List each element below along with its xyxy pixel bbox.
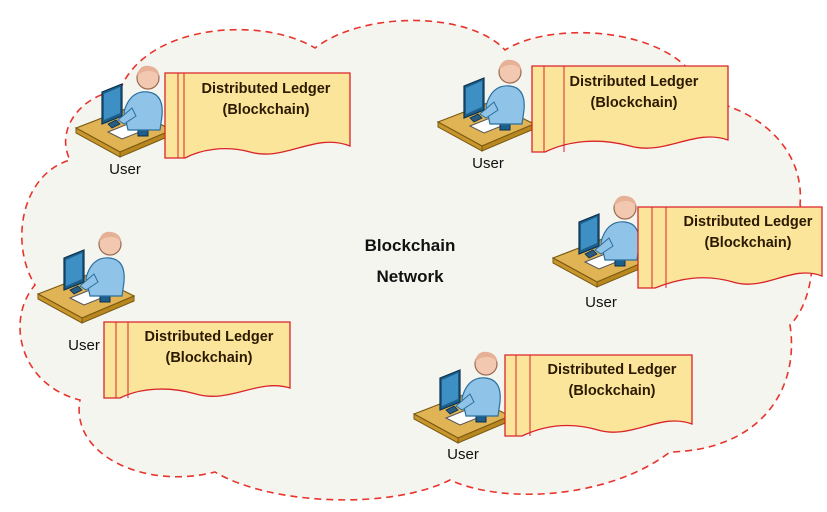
user-node: User Distributed Ledger (Blockchain) — [552, 195, 823, 311]
user-label: User — [68, 337, 100, 354]
user-label: User — [447, 446, 479, 463]
ledger-subtitle: (Blockchain) — [222, 102, 309, 118]
ledger-subtitle: (Blockchain) — [704, 235, 791, 251]
ledger-subtitle: (Blockchain) — [165, 350, 252, 366]
ledger-title: Distributed Ledger — [684, 214, 813, 230]
network-title-line2: Network — [376, 267, 444, 286]
ledger-document: Distributed Ledger (Blockchain) — [103, 321, 291, 399]
ledger-document: Distributed Ledger (Blockchain) — [531, 65, 729, 153]
user-node: User Distributed Ledger (Blockchain) — [75, 65, 351, 178]
user-label: User — [472, 155, 504, 172]
ledger-subtitle: (Blockchain) — [568, 383, 655, 399]
user-label: User — [585, 294, 617, 311]
ledger-document: Distributed Ledger (Blockchain) — [504, 354, 693, 437]
user-node: Distributed Ledger (Blockchain) User — [37, 231, 291, 399]
ledger-document: Distributed Ledger (Blockchain) — [164, 72, 351, 159]
ledger-document: Distributed Ledger (Blockchain) — [637, 206, 823, 289]
user-label: User — [109, 161, 141, 178]
network-title: Blockchain — [365, 236, 456, 255]
ledger-title: Distributed Ledger — [570, 74, 699, 90]
user-node: User Distributed Ledger (Blockchain) — [437, 59, 729, 172]
user-node: User Distributed Ledger (Blockchain) — [413, 351, 693, 463]
ledger-title: Distributed Ledger — [145, 329, 274, 345]
ledger-title: Distributed Ledger — [202, 81, 331, 97]
ledger-subtitle: (Blockchain) — [590, 95, 677, 111]
ledger-title: Distributed Ledger — [548, 362, 677, 378]
